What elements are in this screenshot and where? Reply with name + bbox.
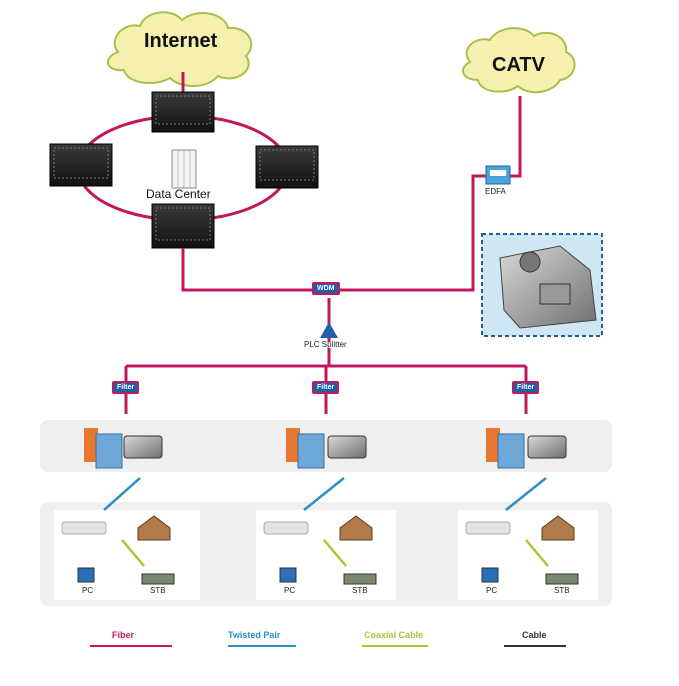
filter-tag-3: Filter (512, 381, 540, 394)
building-row-panel (40, 420, 612, 472)
fiber-link-datacenter-wdm (181, 248, 318, 292)
chassis-right (255, 145, 319, 189)
stb-label-2: STB (352, 586, 368, 595)
fiber-link-wdm-edfa (340, 174, 486, 292)
internet-cloud (107, 11, 253, 87)
home-devices-1 (61, 515, 175, 585)
plc-splitter-icon (320, 322, 338, 338)
fiber-link-edfa-catv (510, 96, 522, 178)
legend-fiber: Fiber (112, 630, 135, 640)
chassis-left (49, 143, 113, 187)
chassis-top (151, 91, 215, 133)
twisted-pair-2 (303, 477, 345, 511)
catv-label: CATV (492, 54, 545, 76)
home-devices-2 (263, 515, 377, 585)
data-center-label: Data Center (146, 187, 211, 201)
pc-label-1: PC (82, 586, 94, 595)
stb-label-3: STB (554, 586, 570, 595)
edfa-device-icon (485, 165, 511, 185)
building-group-2 (286, 428, 367, 469)
wdm-tag: WDM (312, 282, 340, 295)
legend-coaxial-cable: Coaxial Cable (364, 630, 424, 640)
stb-label-1: STB (150, 586, 166, 595)
building-group-3 (486, 428, 567, 469)
legend-twisted-pair: Twisted Pair (228, 630, 281, 640)
catv-cloud (462, 27, 576, 94)
data-center-building-icon (171, 149, 197, 189)
plc-splitter-label: PLC Splitter (304, 340, 347, 349)
building-group-1 (84, 428, 163, 469)
internet-label: Internet (144, 30, 218, 52)
optical-node-photo (481, 233, 603, 337)
legend-cable: Cable (522, 630, 547, 640)
pc-label-2: PC (284, 586, 296, 595)
edfa-label: EDFA (485, 187, 506, 196)
twisted-pair-3 (505, 477, 547, 511)
filter-tag-2: Filter (312, 381, 340, 394)
filter-tag-1: Filter (112, 381, 140, 394)
pc-label-3: PC (486, 586, 498, 595)
twisted-pair-1 (103, 477, 141, 511)
home-devices-3 (465, 515, 579, 585)
chassis-bottom (151, 203, 215, 249)
